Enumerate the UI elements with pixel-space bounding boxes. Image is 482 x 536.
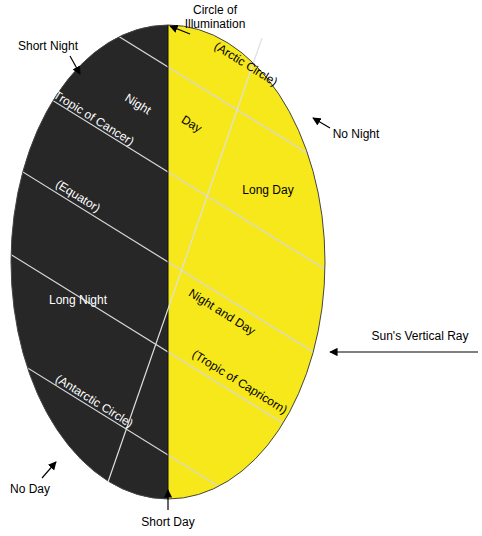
region-label: Short Night <box>18 39 78 53</box>
region-label: No Day <box>10 482 50 496</box>
region-label: Short Day <box>141 515 194 529</box>
leader <box>167 490 168 510</box>
circle-label: Circle of Illumination <box>172 3 258 31</box>
leader <box>70 56 80 74</box>
region-label: Long Night <box>49 293 107 307</box>
sun-ray-label: Sun's Vertical Ray <box>371 329 468 343</box>
region-label: No Night <box>333 127 380 141</box>
latitude-lines <box>0 0 400 536</box>
night-half <box>0 0 168 536</box>
sun-ray-arrow <box>330 351 478 352</box>
terminator <box>168 25 169 499</box>
leader <box>313 118 330 128</box>
region-label: Long Day <box>242 183 293 197</box>
capricorn-line <box>0 235 400 495</box>
cancer-line <box>0 55 400 315</box>
equator-line <box>0 145 400 405</box>
globe-outline <box>11 25 325 499</box>
leader-arrows <box>42 26 478 510</box>
leader <box>42 462 56 478</box>
antarctic-line <box>0 338 400 536</box>
